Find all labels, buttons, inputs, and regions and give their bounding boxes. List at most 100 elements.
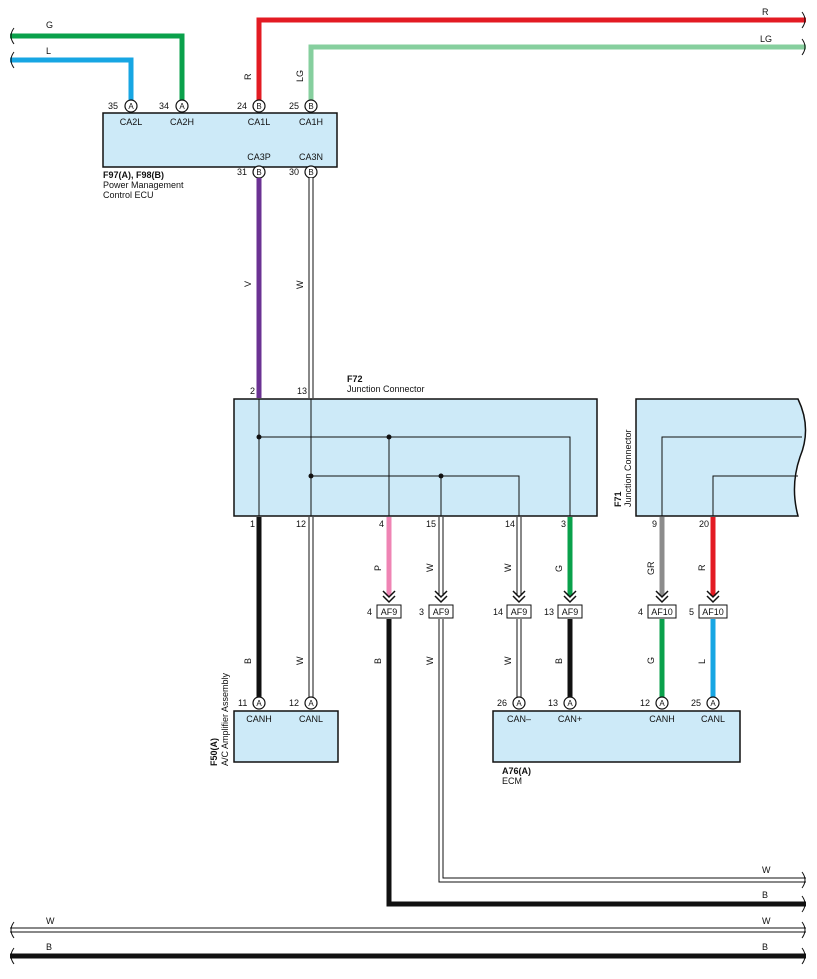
pin-number: 35: [108, 101, 118, 111]
wire-label: P: [373, 565, 383, 571]
f71-pin-number: 9: [652, 519, 657, 529]
chevron-down-icon: [706, 590, 720, 604]
pin-label: CANL: [701, 714, 725, 724]
af-pin-number: 4: [638, 607, 643, 617]
f50-name: A/C Amplifier Assembly: [220, 672, 230, 766]
connector-circle-icon: [655, 696, 669, 710]
chevron-down-icon: [655, 590, 669, 604]
ecm: 26 A CAN– 13 A CAN+ 12 A CANH 25 A CANL …: [492, 696, 741, 786]
wire-label: GR: [646, 561, 656, 575]
pin-label: CANH: [649, 714, 675, 724]
connector-letter: A: [128, 102, 134, 111]
wire-label: B: [762, 890, 768, 900]
af-connector-box: [376, 604, 402, 619]
top-wires: G L R LG R LG: [10, 7, 806, 101]
af9-connector-14: AF9 14: [493, 590, 532, 619]
f72-pin-number: 14: [505, 519, 515, 529]
pin-label: CANH: [246, 714, 272, 724]
ecm-pin-canh: 12 A CANH: [640, 696, 675, 724]
af-label: AF9: [511, 607, 528, 617]
wire-label: W: [425, 656, 435, 665]
af-connectors: AF9 4 AF9 3 AF9 14 AF9 13 AF10 4: [367, 590, 728, 619]
pin-number: 25: [289, 101, 299, 111]
ecm-code: A76(A): [502, 766, 531, 776]
af-connector-box: [428, 604, 454, 619]
pin-label: CA1H: [299, 117, 323, 127]
connector-letter: A: [308, 699, 314, 708]
wire-break-mark: [801, 921, 806, 965]
f72-internal-wiring: [258, 399, 571, 516]
connector-letter: B: [256, 168, 261, 177]
wire-b-run: [386, 619, 806, 907]
wire-label-l: L: [46, 46, 51, 56]
f72-pin-number: 15: [426, 519, 436, 529]
splice-dot: [386, 434, 392, 440]
wire-label-lg: LG: [760, 34, 772, 44]
af-pin-number: 14: [493, 607, 503, 617]
ecu-to-f72-wires: V W: [243, 178, 314, 398]
connector-circle-icon: [304, 696, 318, 710]
wire-label: W: [503, 656, 513, 665]
pin-label: CA2L: [120, 117, 143, 127]
af-connector-box: [506, 604, 532, 619]
f50-pin-canl: 12 A CANL: [289, 696, 323, 724]
af-label: AF9: [381, 607, 398, 617]
connector-letter: A: [516, 699, 522, 708]
connector-circle-icon: [512, 696, 526, 710]
pin-number: 34: [159, 101, 169, 111]
connector-letter: A: [179, 102, 185, 111]
wire-label: W: [503, 563, 513, 572]
mid-wires: B W P W W G GR R: [243, 517, 716, 697]
pin-number: 26: [497, 698, 507, 708]
wire-break-mark: [10, 921, 15, 965]
pin-label: CANL: [299, 714, 323, 724]
af10-connector-5: AF10 5: [689, 590, 728, 619]
connector-circle-icon: [304, 99, 318, 113]
wire-break-mark: [801, 871, 806, 913]
f72-pin-number: 1: [250, 519, 255, 529]
ecm-pin-can-plus: 13 A CAN+: [548, 696, 582, 724]
connector-letter: A: [659, 699, 665, 708]
af-pin-number: 5: [689, 607, 694, 617]
pin-number: 30: [289, 167, 299, 177]
wire-label-g: G: [46, 20, 53, 30]
wire-break-mark: [10, 27, 15, 69]
f72-code: F72: [347, 374, 363, 384]
connector-circle-icon: [124, 99, 138, 113]
f71-internal-wiring: [661, 436, 802, 516]
pin-number: 13: [548, 698, 558, 708]
wire-label: W: [425, 563, 435, 572]
wire-label: W: [762, 865, 771, 875]
af-pin-number: 4: [367, 607, 372, 617]
ecu-code: F97(A), F98(B): [103, 170, 164, 180]
wire-label-lg-vertical: LG: [295, 70, 305, 82]
wire-label: B: [373, 658, 383, 664]
f72-pin-number: 12: [296, 519, 306, 529]
ecm-box: [492, 710, 741, 763]
af10-connector-4: AF10 4: [638, 590, 677, 619]
wire-r: [256, 17, 806, 101]
pin-number: 12: [640, 698, 650, 708]
af9-connector-4: AF9 4: [367, 590, 402, 619]
wire-label: W: [295, 656, 305, 665]
wire-label: B: [46, 942, 52, 952]
ecu-pin-ca3p: CA3P 31 B: [237, 152, 271, 179]
connector-letter: B: [308, 102, 313, 111]
pin-number: 11: [238, 698, 247, 708]
power-management-ecu: 35 A CA2L 34 A CA2H 24 B CA1L 25 B CA1H …: [102, 99, 338, 200]
f72-name: Junction Connector: [347, 384, 425, 394]
pin-number: 24: [237, 101, 247, 111]
af-pin-number: 3: [419, 607, 424, 617]
connector-letter: A: [710, 699, 716, 708]
connector-letter: B: [308, 168, 313, 177]
af-connector-box: [698, 604, 728, 619]
ecu-pin-ca1l: 24 B CA1L: [237, 99, 270, 127]
f71-code: F71: [613, 491, 623, 507]
wire-break-mark: [801, 11, 806, 56]
wire-label-v: V: [243, 281, 253, 287]
pin-number: 25: [691, 698, 701, 708]
f71-junction-connector: F71 Junction Connector 9 20: [613, 398, 807, 529]
f72-pin-number: 13: [297, 386, 307, 396]
f71-pin-number: 20: [699, 519, 709, 529]
